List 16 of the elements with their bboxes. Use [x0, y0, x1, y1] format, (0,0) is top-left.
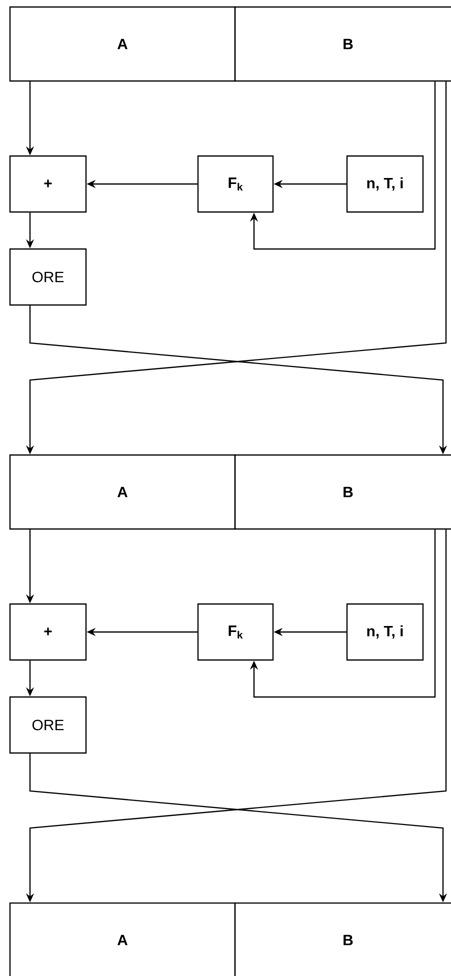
- half-block: A: [9, 902, 236, 976]
- half-block: B: [234, 454, 451, 530]
- half-block: A: [9, 6, 236, 82]
- half-block: B: [234, 6, 451, 82]
- process-box: F$_{k}$: [197, 603, 274, 661]
- half-block: A: [9, 454, 236, 530]
- half-block: B: [234, 902, 451, 976]
- arrow: [250, 82, 436, 250]
- process-box: n, T, i: [346, 155, 424, 213]
- process-box: n, T, i: [346, 603, 424, 661]
- process-box: ORE: [9, 696, 87, 754]
- arrow: [250, 530, 436, 698]
- process-box: +: [9, 603, 87, 661]
- process-box: ORE: [9, 248, 87, 306]
- process-box: +: [9, 155, 87, 213]
- process-box: F$_{k}$: [197, 155, 274, 213]
